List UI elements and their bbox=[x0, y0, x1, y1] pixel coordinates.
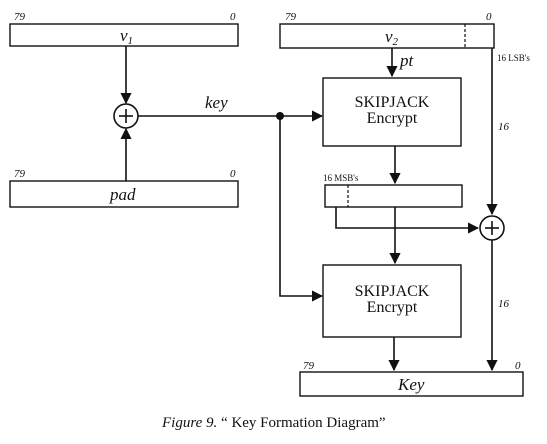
v1-low-bit: 0 bbox=[230, 11, 236, 23]
encrypt-bottom-line2: Encrypt bbox=[367, 299, 418, 316]
width-label-bottom: 16 bbox=[498, 298, 510, 310]
register-v1: 79 0 v1 bbox=[9, 11, 239, 47]
v2-high-bit: 79 bbox=[285, 11, 297, 23]
encrypt-top-box bbox=[322, 77, 462, 147]
register-v2: 79 0 v2 16 LSB's bbox=[279, 11, 530, 63]
v2-register-box bbox=[279, 23, 495, 49]
v2-label: v2 bbox=[385, 27, 399, 48]
v2-low-bit: 0 bbox=[486, 11, 492, 23]
figure-caption: Figure 9. “ Key Formation Diagram” bbox=[161, 415, 386, 431]
register-pad: 79 0 pad bbox=[9, 168, 239, 208]
encrypt-bottom-line1: SKIPJACK bbox=[355, 283, 430, 300]
msb-note: 16 MSB's bbox=[323, 173, 359, 183]
key-low-bit: 0 bbox=[515, 360, 521, 372]
arrow-key-to-encrypt-bottom bbox=[279, 116, 324, 302]
pad-label: pad bbox=[109, 185, 136, 204]
lsb-note: 16 LSB's bbox=[497, 53, 530, 63]
key-edge-label: key bbox=[205, 93, 228, 112]
encrypt-top-line2: Encrypt bbox=[367, 110, 418, 127]
encrypt-bottom-box bbox=[322, 264, 462, 338]
pad-register-box bbox=[9, 180, 239, 208]
xor-node-left bbox=[113, 103, 139, 129]
pad-high-bit: 79 bbox=[14, 168, 26, 180]
key-high-bit: 79 bbox=[303, 360, 315, 372]
arrow-msb-to-xor bbox=[335, 207, 480, 234]
intermediate-register-box bbox=[324, 184, 463, 208]
encrypt-top-line1: SKIPJACK bbox=[355, 94, 430, 111]
register-key: 79 0 Key bbox=[299, 360, 524, 397]
v1-label: v1 bbox=[120, 26, 133, 47]
key-register-label: Key bbox=[397, 375, 425, 394]
xor-node-right bbox=[479, 215, 505, 241]
pt-edge-label: pt bbox=[399, 51, 415, 70]
key-register-box bbox=[299, 371, 524, 397]
skipjack-encrypt-bottom: SKIPJACK Encrypt bbox=[322, 264, 462, 338]
width-label-top: 16 bbox=[498, 121, 510, 133]
v1-high-bit: 79 bbox=[14, 11, 26, 23]
skipjack-encrypt-top: SKIPJACK Encrypt bbox=[322, 77, 462, 147]
pad-low-bit: 0 bbox=[230, 168, 236, 180]
v1-register-box bbox=[9, 23, 239, 47]
